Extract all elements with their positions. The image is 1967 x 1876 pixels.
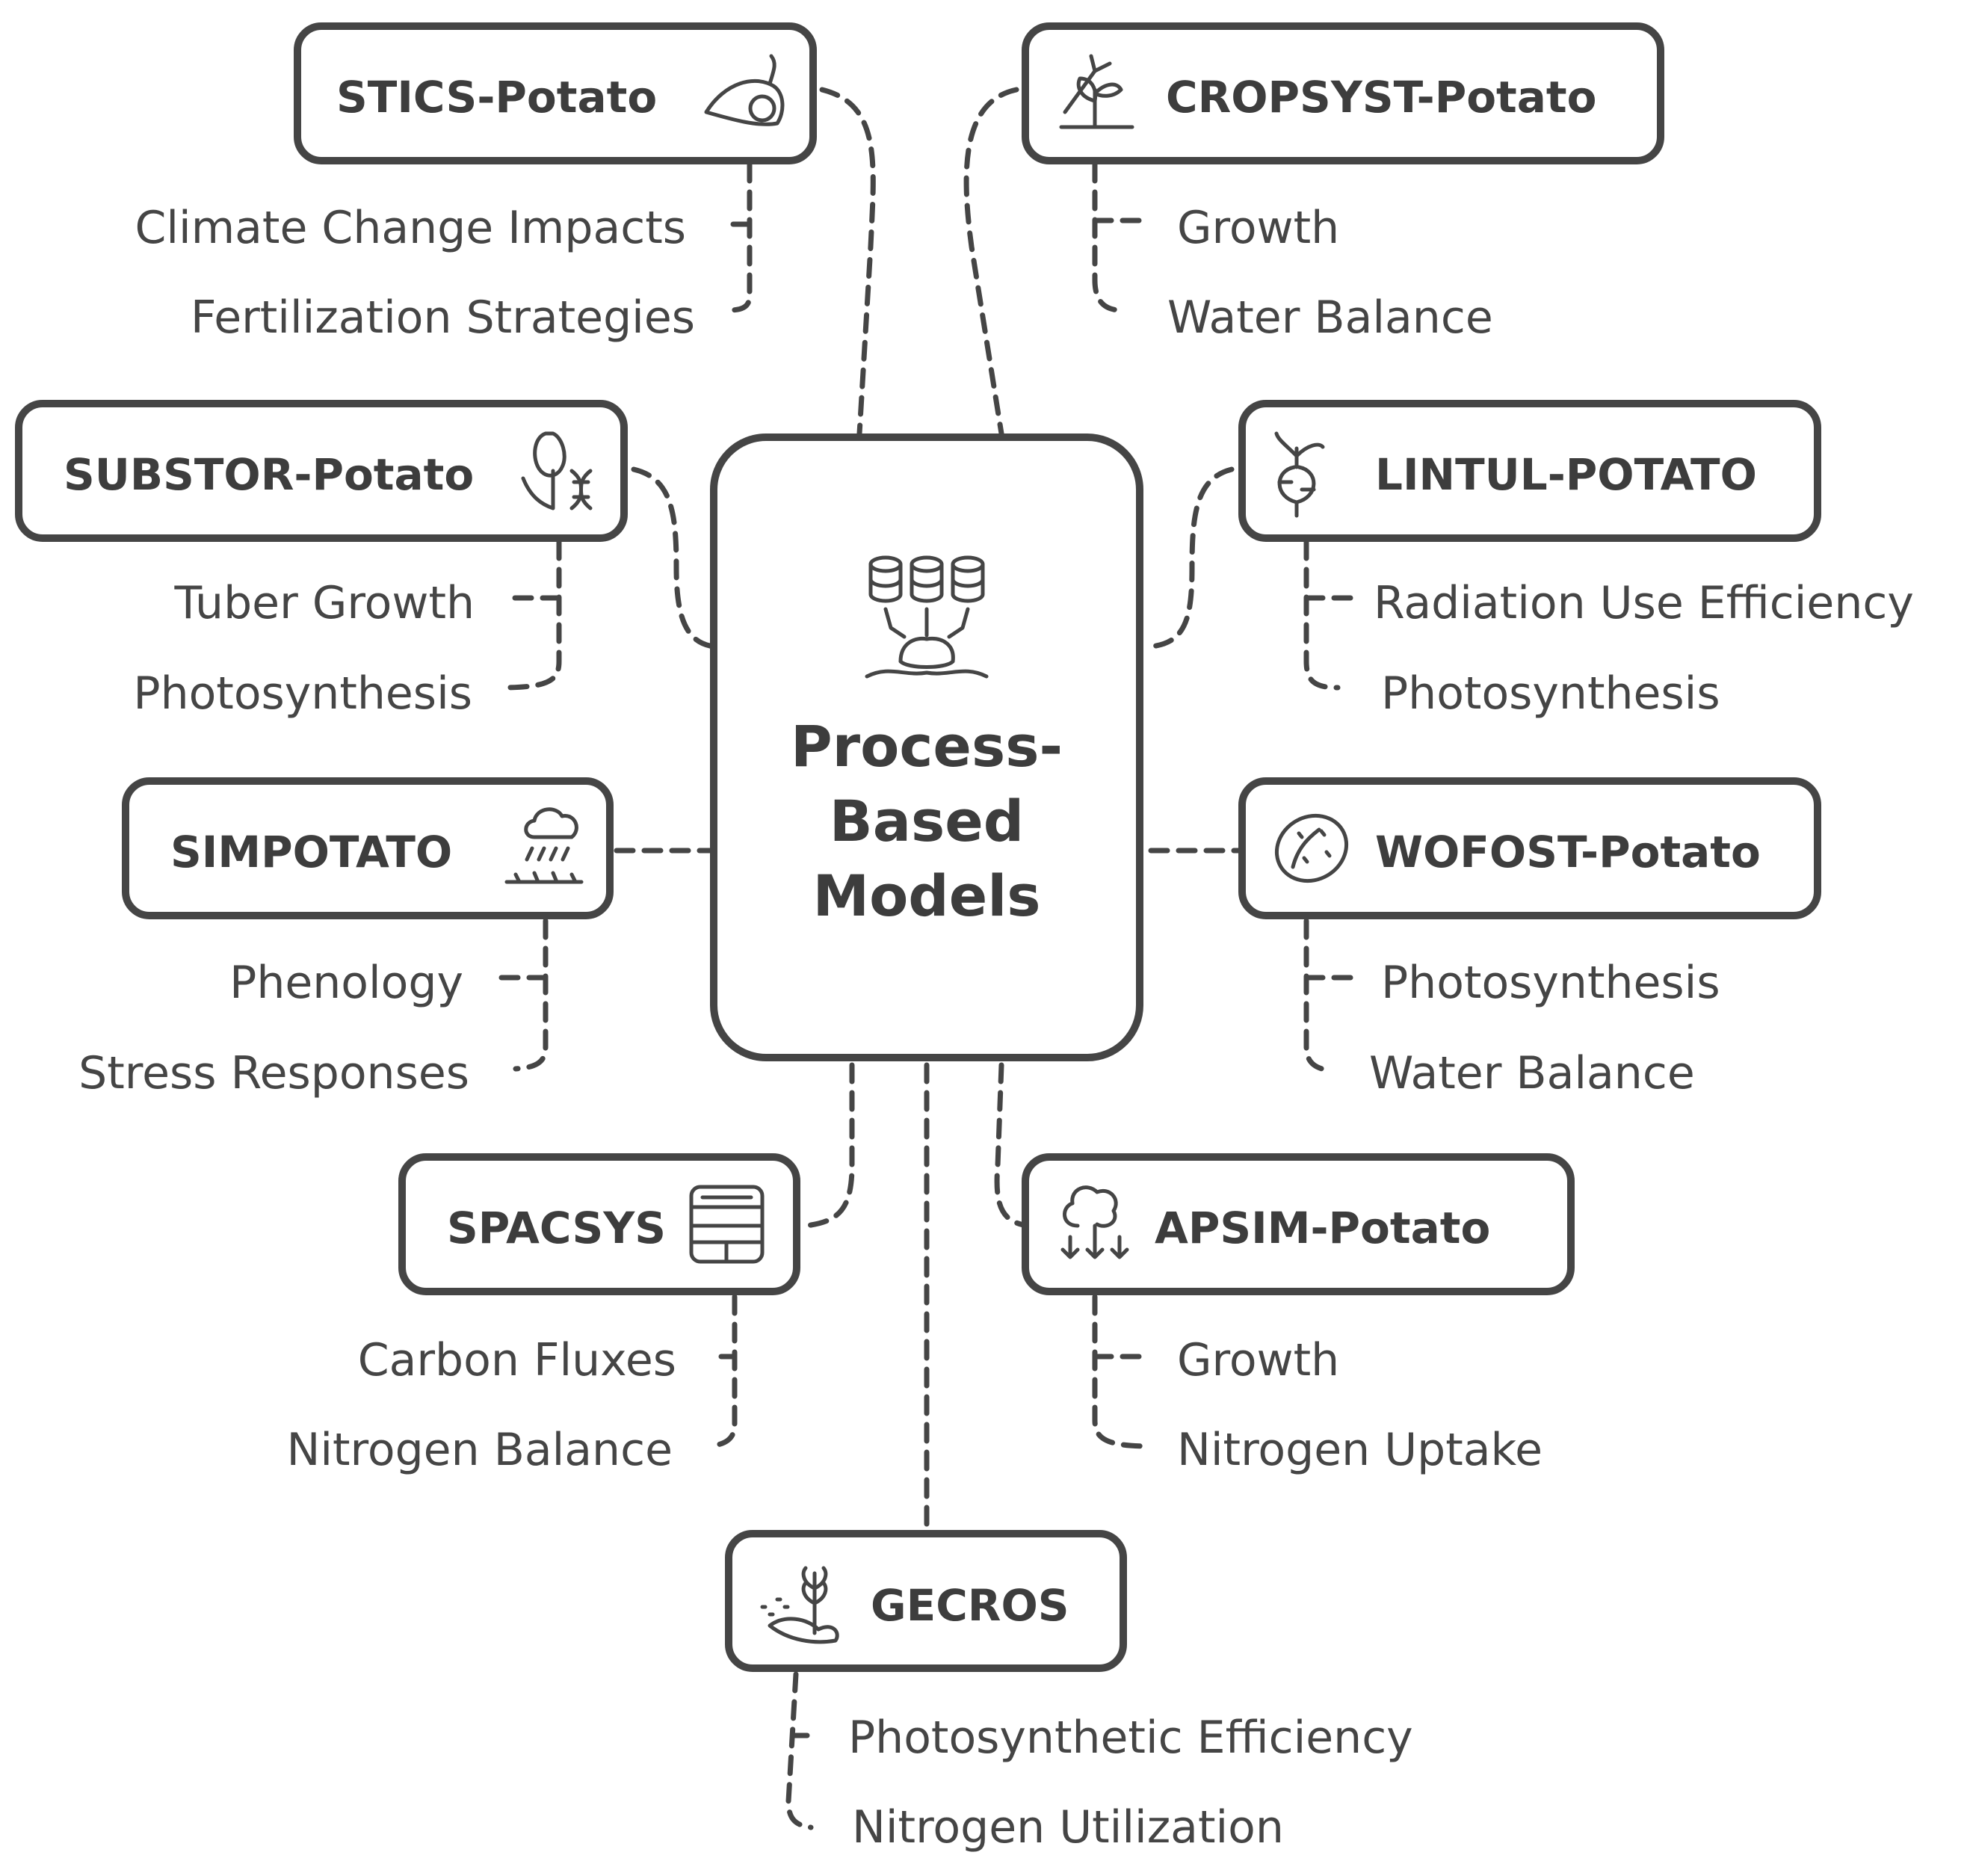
leaf-spacsys-1: Carbon Fluxes — [358, 1334, 676, 1386]
connector-stics — [819, 87, 876, 436]
potato-plant-icon — [704, 54, 785, 126]
connector-apsim — [994, 1062, 1031, 1229]
node-wofost-potato[interactable]: WOFOST-Potato — [1238, 777, 1821, 919]
leaf-simpotato-2: Stress Responses — [78, 1047, 469, 1099]
leaf-lintul-1: Radiation Use Efficiency — [1374, 577, 1914, 629]
leaf-stics-1: Climate Change Impacts — [135, 202, 686, 254]
leaf-cropsyst-1: Growth — [1177, 202, 1339, 254]
node-title-lintul-potato: LINTUL-POTATO — [1375, 449, 1757, 500]
leaf-wofost-2: Water Balance — [1369, 1047, 1695, 1099]
node-title-apsim-potato: APSIM-Potato — [1155, 1203, 1490, 1253]
node-spacsys[interactable]: SPACSYS — [398, 1153, 800, 1295]
node-lintul-potato[interactable]: LINTUL-POTATO — [1238, 400, 1821, 542]
connector-substor — [631, 466, 717, 649]
node-title-simpotato: SIMPOTATO — [170, 827, 452, 877]
leaf-apsim-1: Growth — [1177, 1334, 1339, 1386]
leaf-connector-lintul — [1303, 539, 1356, 691]
leaf-spacsys-2: Nitrogen Balance — [286, 1424, 673, 1476]
leaf-gecros-1: Photosynthetic Efficiency — [848, 1712, 1413, 1764]
node-stics-potato[interactable]: STICS-Potato — [294, 22, 817, 164]
node-title-spacsys: SPACSYS — [447, 1203, 666, 1253]
leaf-substor-2: Photosynthesis — [133, 667, 472, 720]
leaf-connector-stics — [726, 161, 753, 313]
leaf-connector-apsim — [1092, 1294, 1154, 1449]
node-cropsyst-potato[interactable]: CROPSYST-Potato — [1022, 22, 1664, 164]
node-title-gecros: GECROS — [871, 1580, 1069, 1631]
tree-roots-icon — [1060, 1185, 1129, 1259]
plant-dna-icon — [521, 431, 593, 510]
center-title-line-2: Based — [830, 788, 1024, 854]
node-title-wofost-potato: WOFOST-Potato — [1375, 827, 1761, 877]
center-title-line-1: Process- — [791, 713, 1063, 780]
connector-cropsyst — [963, 87, 1019, 436]
root-vegetable-icon — [1274, 431, 1325, 518]
node-apsim-potato[interactable]: APSIM-Potato — [1022, 1153, 1575, 1295]
leaf-lintul-2: Photosynthesis — [1381, 667, 1720, 720]
center-node[interactable]: Process- Based Models — [710, 433, 1143, 1061]
layers-grid-icon — [689, 1185, 765, 1264]
leaf-connector-gecros — [785, 1671, 814, 1830]
leaf-connector-cropsyst — [1092, 161, 1143, 313]
node-substor-potato[interactable]: SUBSTOR-Potato — [15, 400, 628, 542]
leaf-simpotato-1: Phenology — [229, 957, 463, 1009]
connector-lintul — [1148, 466, 1235, 649]
leaf-connector-substor — [498, 539, 562, 691]
leaf-cropsyst-2: Water Balance — [1167, 291, 1493, 344]
node-simpotato[interactable]: SIMPOTATO — [122, 777, 614, 919]
growing-plant-icon — [1059, 54, 1134, 129]
center-title-line-3: Models — [812, 863, 1040, 929]
leaf-connector-spacsys — [707, 1294, 738, 1449]
leaf-connector-wofost — [1303, 918, 1356, 1073]
leaf-gecros-2: Nitrogen Utilization — [852, 1801, 1284, 1854]
node-title-substor-potato: SUBSTOR-Potato — [64, 449, 474, 500]
potato-icon — [1274, 813, 1349, 883]
wheat-soil-icon — [760, 1566, 839, 1644]
rain-cloud-icon — [504, 807, 584, 884]
leaf-stics-2: Fertilization Strategies — [191, 291, 695, 344]
leaf-connector-simpotato — [498, 918, 549, 1072]
node-gecros[interactable]: GECROS — [725, 1530, 1127, 1672]
connector-spacsys — [803, 1062, 855, 1229]
connectors — [498, 87, 1356, 1830]
node-title-cropsyst-potato: CROPSYST-Potato — [1166, 72, 1597, 123]
leaf-apsim-2: Nitrogen Uptake — [1177, 1424, 1543, 1476]
leaf-wofost-1: Photosynthesis — [1381, 957, 1720, 1009]
database-brain-icon — [865, 555, 989, 679]
leaf-substor-1: Tuber Growth — [174, 577, 475, 629]
node-title-stics-potato: STICS-Potato — [336, 72, 657, 123]
